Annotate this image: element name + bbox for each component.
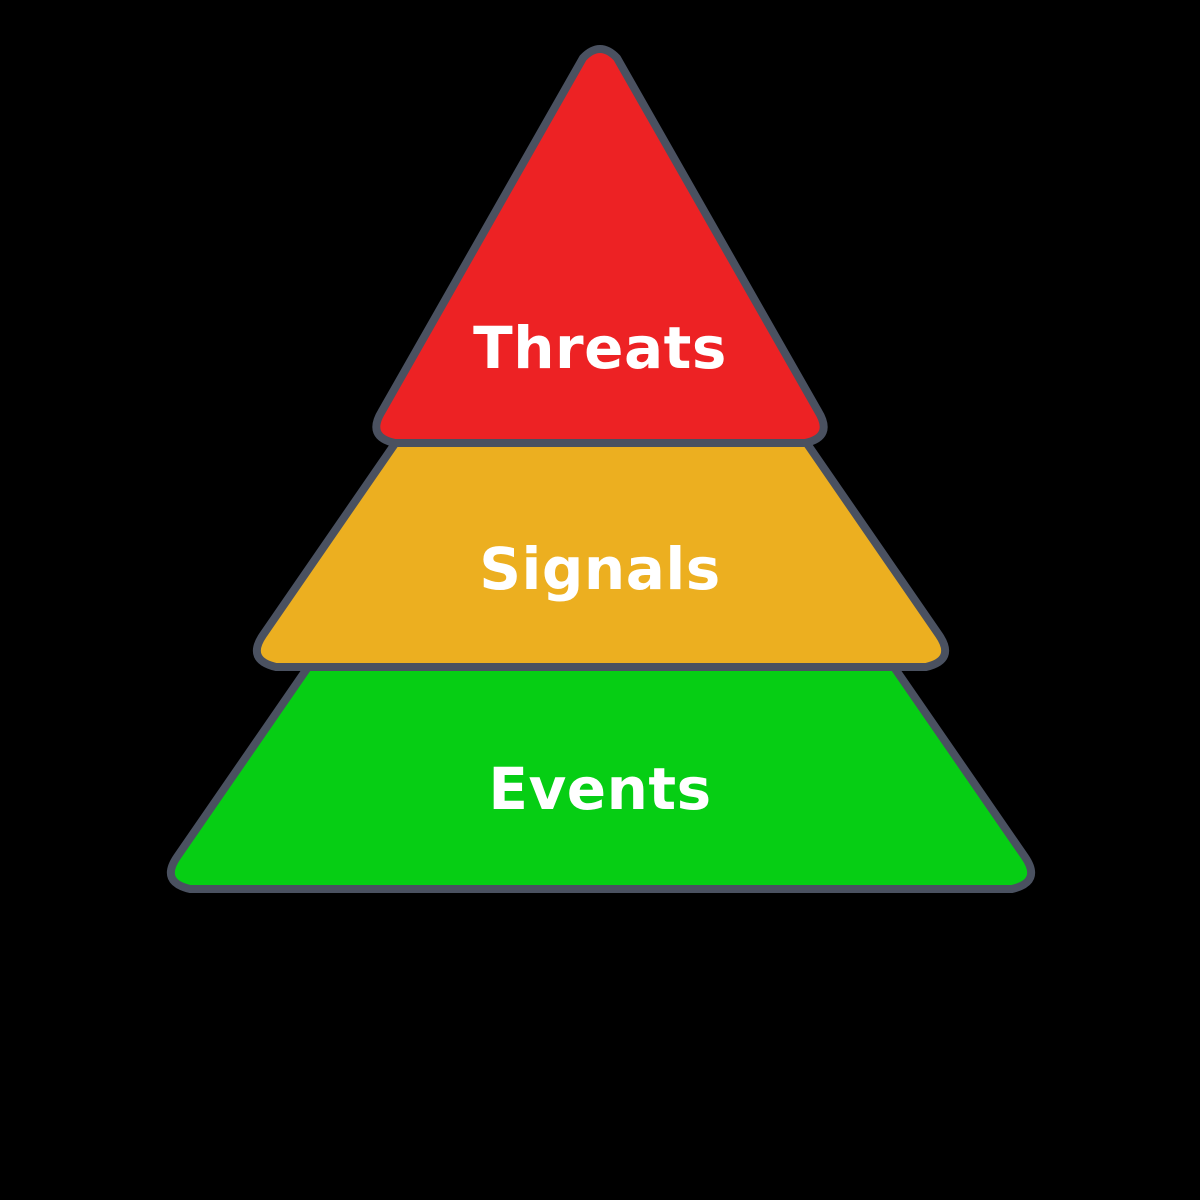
tier-signals-label: Signals [479,535,721,603]
tier-events-label: Events [488,755,711,823]
pyramid-tier-events[interactable]: Events [166,636,1036,893]
tier-threats-label: Threats [473,314,727,382]
pyramid-tier-signals[interactable]: Signals [252,411,950,671]
tier-threats-shape[interactable] [372,45,828,447]
pyramid-tier-threats[interactable]: Threats [372,45,828,447]
